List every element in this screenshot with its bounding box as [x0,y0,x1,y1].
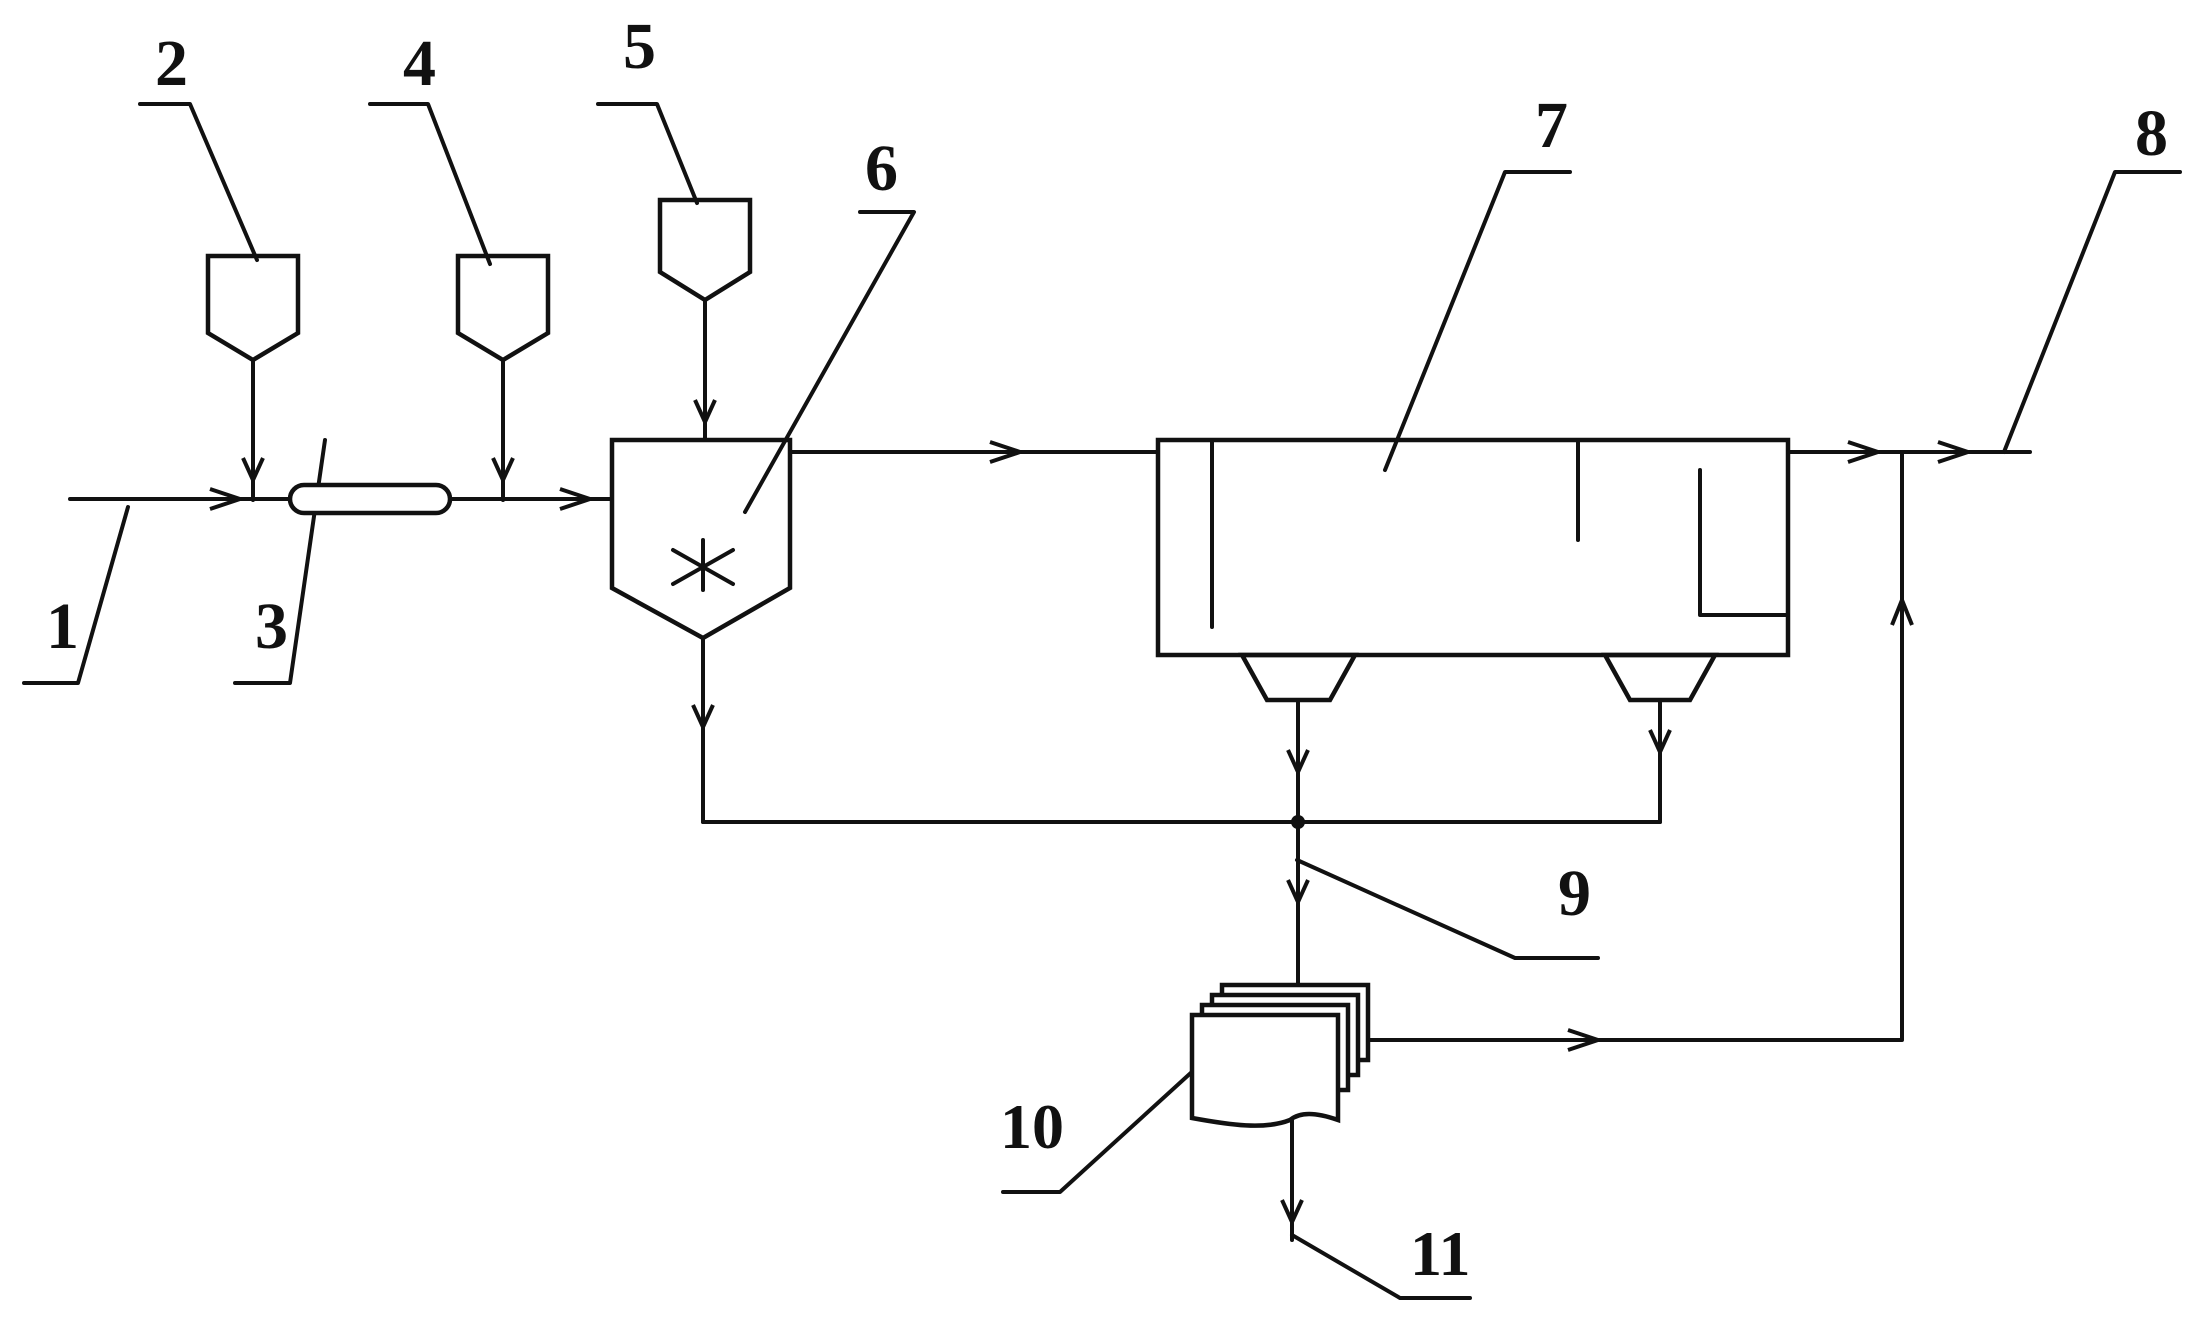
label-1: 1 [46,590,79,663]
label-7: 7 [1535,89,1568,162]
sludge-lines [691,636,1672,992]
sludge-cake-discharge-11 [1280,1118,1304,1242]
inlet-pipe-1 [68,487,292,511]
reaction-tank-6 [609,437,793,641]
label-8: 8 [2135,97,2168,170]
hopper-5 [657,197,753,442]
effluent-pipe-8 [1786,440,2032,464]
pipe-mixer-to-tank [448,487,614,511]
label-2: 2 [155,27,188,100]
label-4: 4 [403,27,436,100]
filtrate-return-line [1366,450,1914,1052]
agitator-icon [671,538,735,592]
label-10: 10 [1000,1091,1064,1162]
label-9: 9 [1558,857,1591,930]
pipe-tank-to-settler [788,440,1160,464]
hopper-2 [205,253,301,502]
hopper-4 [455,253,551,502]
label-11: 11 [1410,1218,1470,1289]
static-mixer-3 [287,482,453,516]
label-6: 6 [865,132,898,205]
label-3: 3 [255,590,288,663]
filter-press-10 [1189,982,1371,1128]
leader-lines [22,102,2182,1300]
sedimentation-tank-7 [1155,437,1791,703]
label-5: 5 [623,10,656,83]
